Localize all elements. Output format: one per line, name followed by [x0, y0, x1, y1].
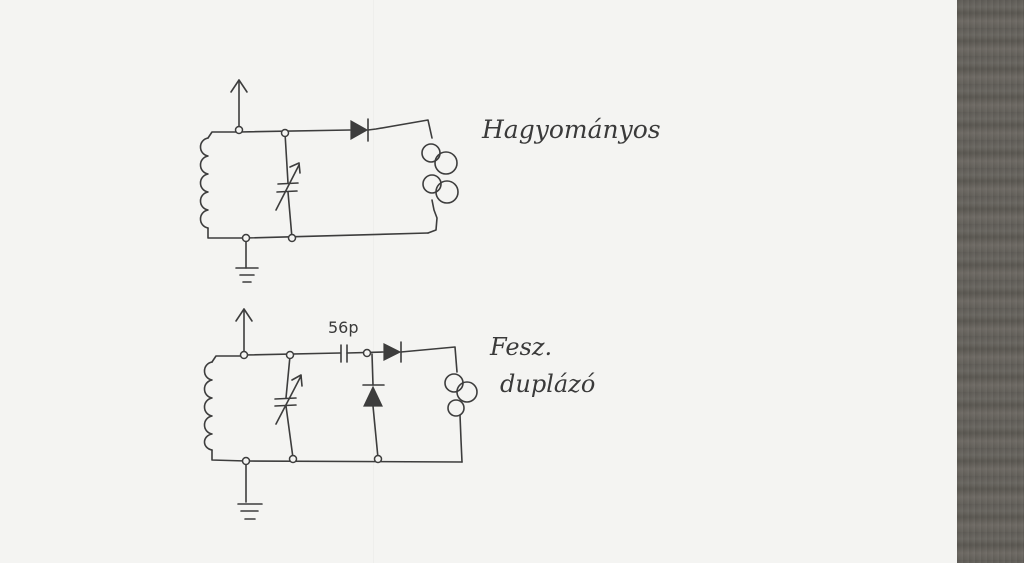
output-wire [367, 119, 433, 139]
ground-icon [237, 460, 263, 520]
return-wire [459, 414, 463, 463]
junction-dot [288, 454, 298, 464]
junction-dot [362, 348, 372, 358]
headphone-icon [444, 373, 478, 417]
output-wire [400, 346, 458, 373]
coil-icon [203, 355, 247, 462]
junction-dot [285, 350, 295, 360]
junction-dot [239, 350, 249, 360]
capacitor-value-label: 56p [328, 318, 359, 337]
junction-dot [241, 456, 251, 466]
circuit-traditional [199, 79, 459, 283]
headphone-icon [421, 143, 459, 204]
circuit-doubler [203, 308, 478, 520]
label-doubler-line2: duplázó [500, 370, 595, 398]
coil-icon [199, 131, 247, 239]
bottom-wire [245, 460, 463, 463]
wooden-table-edge [957, 0, 1024, 563]
label-traditional: Hagyományos [481, 115, 661, 144]
variable-capacitor-icon [274, 355, 303, 459]
top-wire [238, 129, 351, 133]
junction-dot [280, 128, 290, 138]
shunt-diode-icon [362, 353, 385, 459]
return-wire [427, 199, 438, 234]
wood-grain [957, 0, 1024, 563]
junction-dot [234, 125, 244, 135]
diode-icon [350, 118, 369, 142]
junction-dot [287, 233, 297, 243]
ground-icon [235, 237, 259, 283]
label-doubler-line1: Fesz. [489, 333, 552, 361]
junction-dot [241, 233, 251, 243]
paper-sheet [0, 0, 957, 563]
antenna-icon [230, 79, 248, 131]
junction-dot [373, 454, 383, 464]
fixed-capacitor-icon [340, 344, 348, 363]
variable-capacitor-icon [275, 132, 301, 239]
diode-icon [383, 341, 402, 363]
paper-fold [373, 0, 375, 563]
antenna-icon [235, 308, 253, 355]
bottom-wire [245, 232, 429, 239]
